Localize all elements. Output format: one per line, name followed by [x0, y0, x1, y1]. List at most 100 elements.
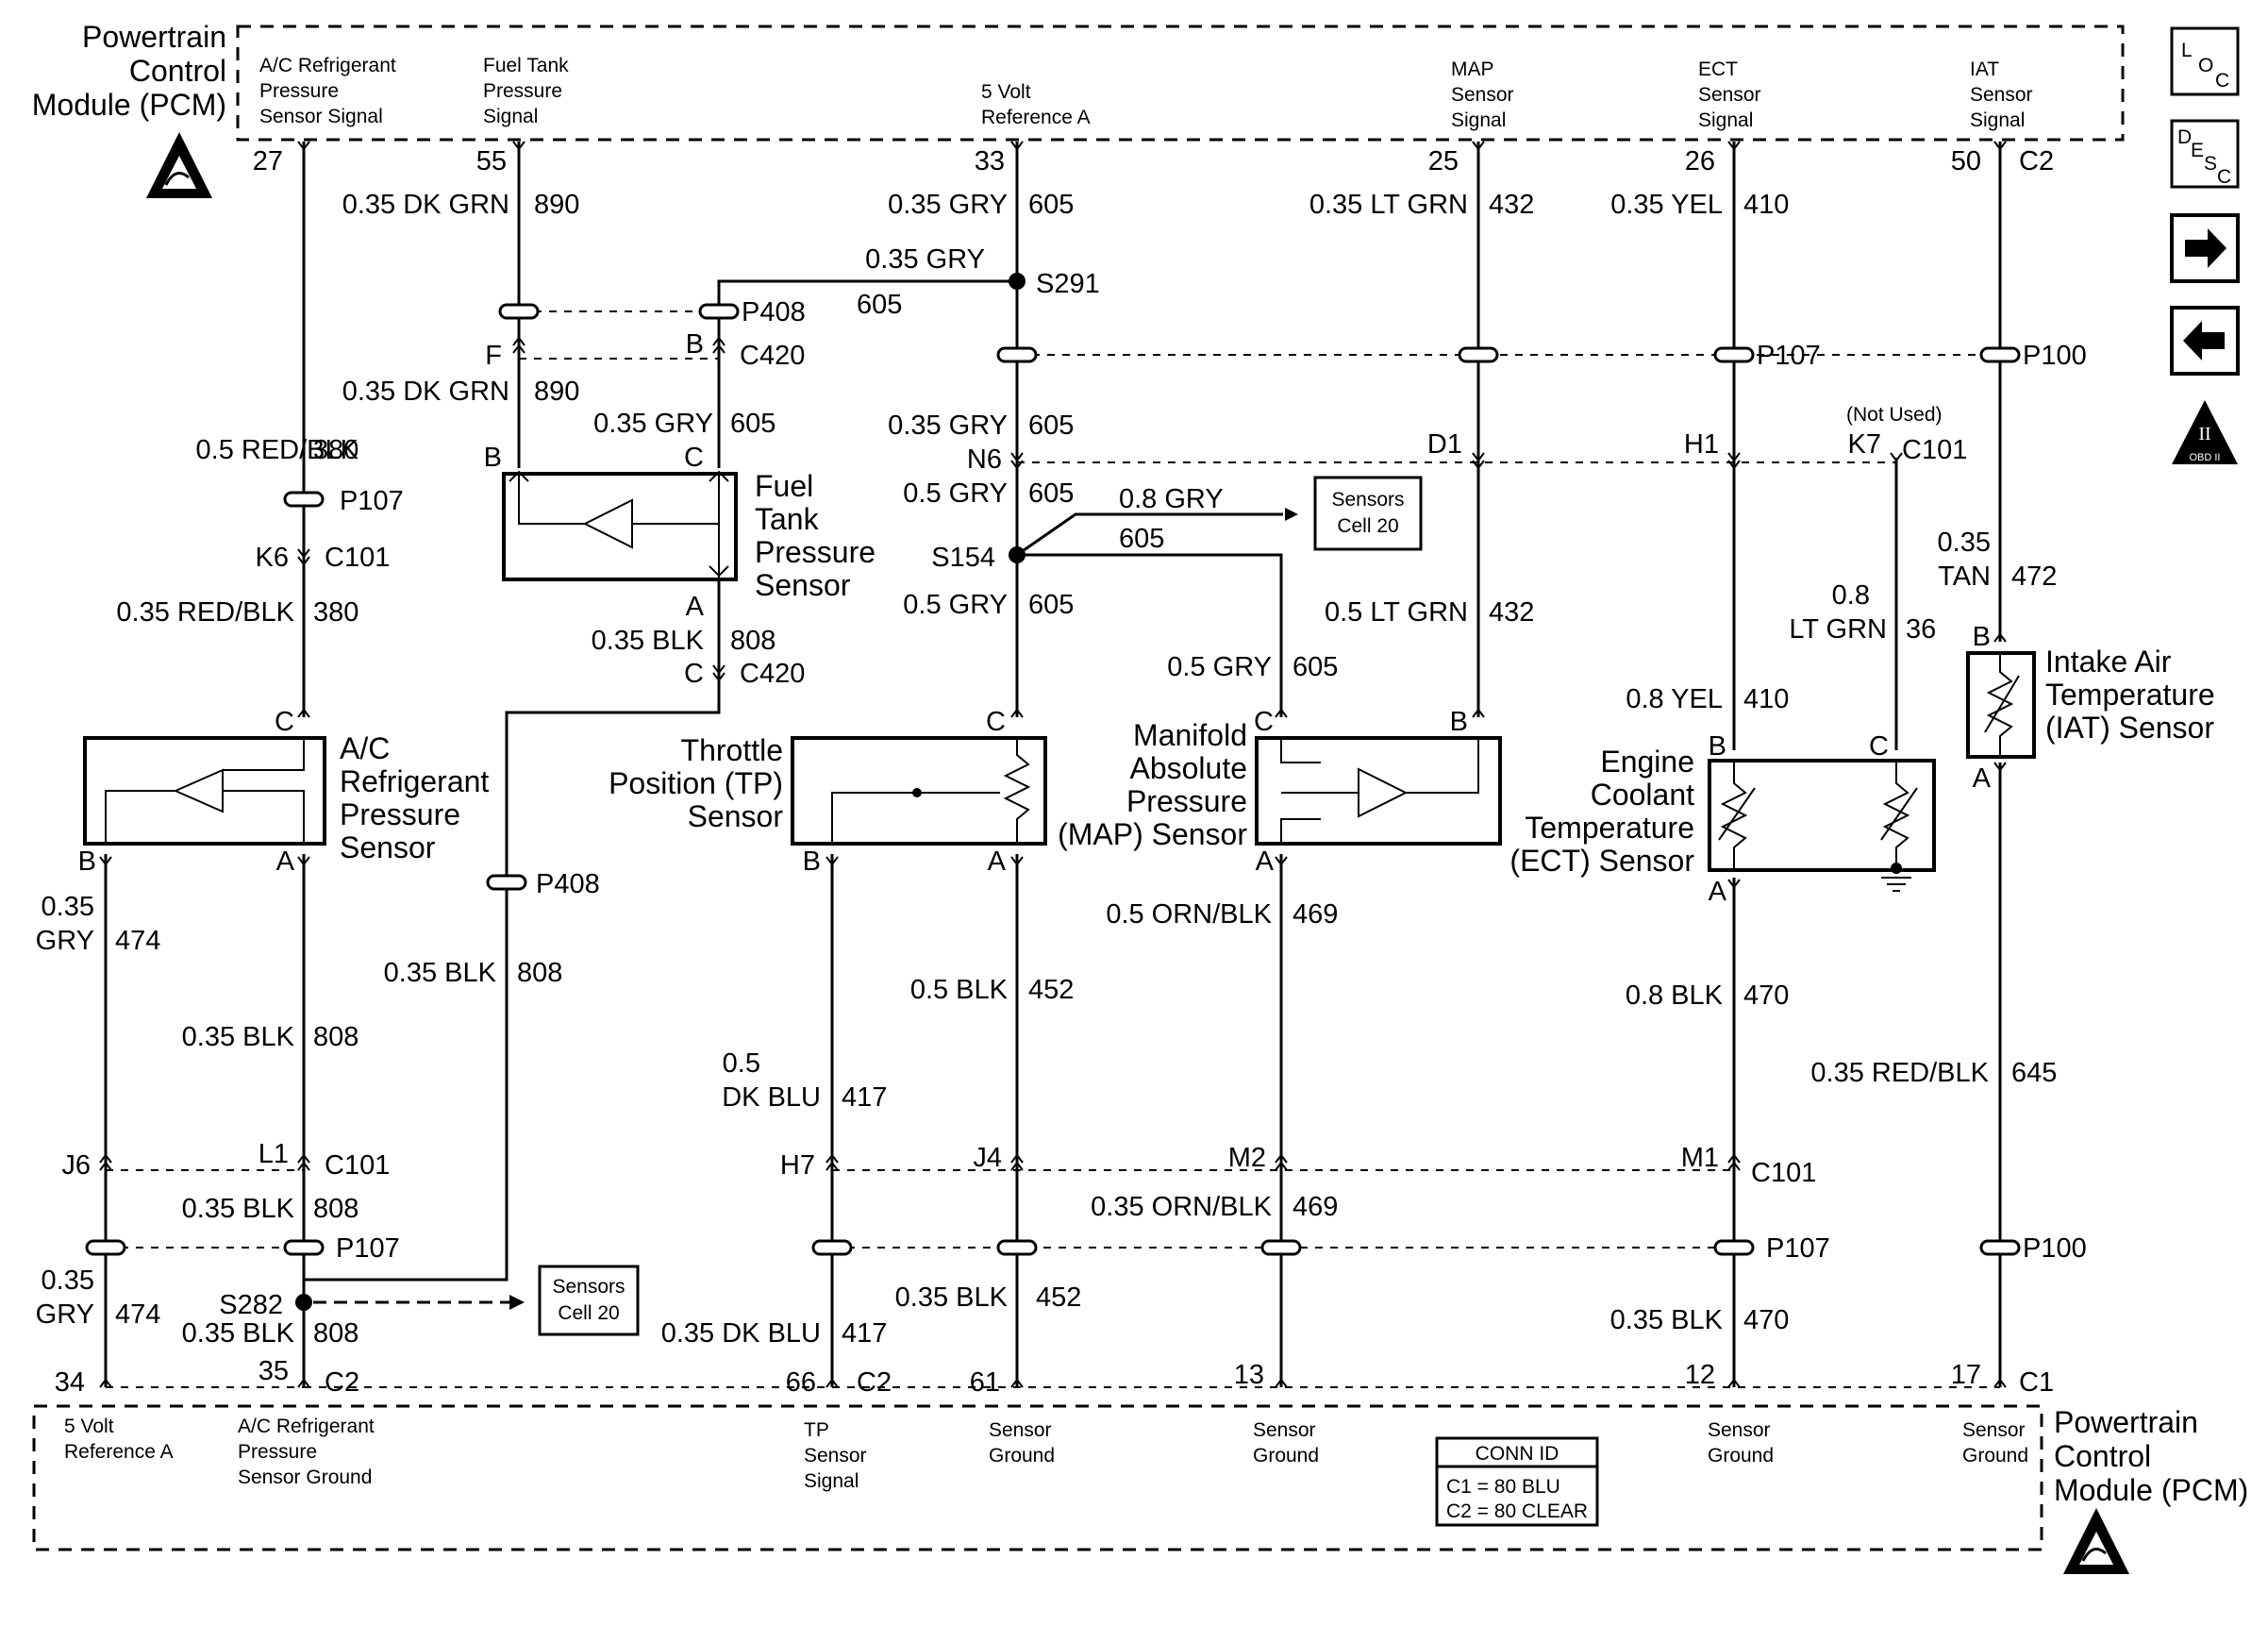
- svg-text:L1: L1: [258, 1139, 289, 1169]
- svg-text:410: 410: [1743, 684, 1789, 714]
- svg-text:452: 452: [1028, 975, 1074, 1005]
- svg-text:(Not Used): (Not Used): [1846, 404, 1943, 426]
- svg-text:L: L: [2181, 40, 2193, 61]
- svg-text:(ECT) Sensor: (ECT) Sensor: [1509, 844, 1694, 878]
- svg-text:0.35 RED/BLK: 0.35 RED/BLK: [116, 597, 294, 628]
- svg-text:K6: K6: [256, 543, 289, 573]
- svg-text:A: A: [1973, 763, 1992, 794]
- svg-text:0.35: 0.35: [42, 892, 94, 922]
- svg-text:B: B: [484, 443, 502, 473]
- svg-text:A: A: [686, 592, 705, 622]
- inline-connector-symbols: [85, 303, 2021, 1256]
- svg-text:808: 808: [313, 1022, 359, 1052]
- svg-text:Sensor: Sensor: [1962, 1419, 2026, 1441]
- svg-text:0.35 BLK: 0.35 BLK: [182, 1318, 295, 1349]
- svg-text:A: A: [1709, 877, 1727, 907]
- svg-text:Manifold: Manifold: [1133, 718, 1247, 752]
- svg-text:50: 50: [1951, 146, 1981, 176]
- svg-text:0.35 BLK: 0.35 BLK: [1610, 1305, 1724, 1335]
- svg-text:Fuel Tank: Fuel Tank: [483, 55, 569, 76]
- wire-labels: 0.35 DK GRN 890 0.35 GRY 605 0.35 LT GRN…: [36, 190, 2058, 1349]
- svg-text:Sensor: Sensor: [1708, 1419, 1771, 1441]
- svg-text:890: 890: [534, 377, 579, 407]
- svg-text:808: 808: [517, 958, 562, 988]
- svg-text:13: 13: [1234, 1360, 1264, 1390]
- sensors-ref-1[interactable]: Sensors Cell 20: [1179, 476, 1423, 551]
- svg-text:33: 33: [975, 146, 1005, 176]
- svg-text:0.35 GRY: 0.35 GRY: [865, 244, 985, 275]
- svg-text:452: 452: [1036, 1282, 1081, 1313]
- svg-text:P408: P408: [742, 297, 806, 327]
- svg-text:A/C Refrigerant: A/C Refrigerant: [238, 1416, 375, 1437]
- svg-text:417: 417: [842, 1318, 887, 1349]
- svg-text:Fuel: Fuel: [755, 469, 813, 503]
- svg-text:808: 808: [313, 1318, 359, 1349]
- obd-ii-icon: II OBD II: [2172, 400, 2238, 464]
- prev-button[interactable]: [2170, 306, 2240, 376]
- svg-text:5 Volt: 5 Volt: [64, 1416, 114, 1437]
- svg-text:A: A: [988, 847, 1007, 877]
- svg-text:Throttle: Throttle: [681, 733, 783, 767]
- svg-text:Cell 20: Cell 20: [558, 1302, 619, 1324]
- svg-text:A: A: [1256, 847, 1275, 877]
- svg-text:0.35 LT GRN: 0.35 LT GRN: [1309, 190, 1468, 220]
- svg-text:432: 432: [1489, 190, 1534, 220]
- svg-text:890: 890: [534, 190, 579, 220]
- terminal-labels: F B B C A C N6 D1 H1 K7 K6 C B A C B A C…: [61, 329, 1991, 1181]
- svg-text:Position (TP): Position (TP): [609, 766, 783, 800]
- svg-text:380: 380: [313, 597, 359, 628]
- svg-text:605: 605: [730, 409, 775, 439]
- svg-text:0.35 GRY: 0.35 GRY: [888, 190, 1008, 220]
- svg-text:Sensors: Sensors: [1331, 489, 1404, 511]
- svg-text:Sensor Signal: Sensor Signal: [259, 106, 383, 127]
- svg-text:Cell 20: Cell 20: [1337, 515, 1398, 537]
- pcm-top-box: [236, 25, 2125, 142]
- svg-text:GRY: GRY: [36, 926, 94, 956]
- svg-text:Signal: Signal: [1698, 109, 1753, 131]
- svg-text:605: 605: [1028, 590, 1074, 620]
- svg-text:LT GRN: LT GRN: [1789, 614, 1887, 645]
- next-button[interactable]: [2170, 213, 2240, 283]
- svg-text:Ground: Ground: [1962, 1445, 2028, 1467]
- svg-text:Sensor: Sensor: [755, 568, 851, 602]
- svg-text:D1: D1: [1427, 429, 1462, 460]
- svg-text:C2 = 80 CLEAR: C2 = 80 CLEAR: [1446, 1500, 1588, 1522]
- conn-id-table: CONN ID C1 = 80 BLU C2 = 80 CLEAR: [1435, 1436, 1599, 1527]
- svg-text:B: B: [1450, 707, 1468, 737]
- svg-text:0.8 YEL: 0.8 YEL: [1626, 684, 1723, 714]
- terminal-chevrons: [99, 141, 2007, 1388]
- svg-text:Absolute: Absolute: [1129, 751, 1247, 785]
- svg-text:D: D: [2177, 126, 2192, 148]
- pcm-bottom-title: Powertrain Control Module (PCM): [2054, 1405, 2248, 1507]
- svg-text:Ground: Ground: [1253, 1445, 1319, 1467]
- svg-text:P107: P107: [340, 486, 404, 516]
- svg-text:OBD II: OBD II: [2189, 452, 2220, 463]
- svg-text:0.35 BLK: 0.35 BLK: [384, 958, 497, 988]
- svg-text:MAP: MAP: [1451, 59, 1494, 80]
- fuel-tank-pressure-sensor: Fuel Tank Pressure Sensor: [502, 469, 876, 602]
- sensors-ref-2[interactable]: Sensors Cell 20: [313, 1265, 640, 1336]
- loc-button[interactable]: L O C: [2170, 26, 2240, 96]
- svg-text:S154: S154: [931, 543, 995, 573]
- svg-text:0.5 GRY: 0.5 GRY: [903, 478, 1008, 509]
- svg-text:P107: P107: [336, 1233, 400, 1264]
- svg-text:F: F: [485, 341, 502, 371]
- svg-text:C2: C2: [857, 1367, 892, 1398]
- svg-text:Sensor: Sensor: [340, 830, 436, 864]
- desc-button[interactable]: D E S C: [2170, 119, 2240, 189]
- svg-text:K7: K7: [1848, 429, 1881, 460]
- svg-text:A/C Refrigerant: A/C Refrigerant: [259, 55, 396, 76]
- svg-text:B: B: [78, 847, 96, 877]
- ac-refrigerant-pressure-sensor: A/C Refrigerant Pressure Sensor: [83, 731, 489, 864]
- obd-ii-button[interactable]: II OBD II: [2172, 400, 2238, 464]
- svg-text:Control: Control: [2054, 1439, 2151, 1473]
- svg-text:Reference A: Reference A: [64, 1441, 174, 1463]
- arrow-left-icon: [2183, 321, 2225, 360]
- svg-text:TAN: TAN: [1938, 562, 1991, 592]
- svg-text:C2: C2: [2019, 146, 2054, 176]
- svg-text:0.35 BLK: 0.35 BLK: [592, 626, 705, 656]
- pcm-bottom-box: [32, 1404, 2043, 1551]
- svg-text:61: 61: [970, 1367, 1000, 1398]
- svg-text:55: 55: [476, 146, 507, 176]
- svg-text:0.35 DK BLU: 0.35 DK BLU: [661, 1318, 821, 1349]
